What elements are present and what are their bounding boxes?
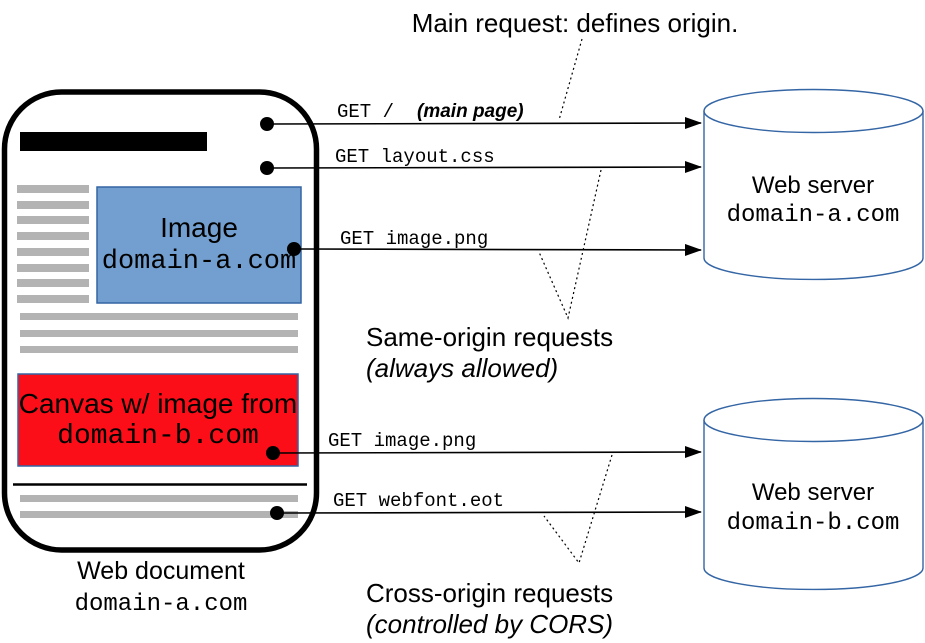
request-dot <box>260 161 274 175</box>
server-domain: domain-a.com <box>727 202 900 229</box>
server-domain: domain-b.com <box>727 510 900 537</box>
text-placeholder-line <box>20 495 298 502</box>
text-placeholder-line <box>17 216 89 224</box>
server-cylinder-domain-a: Web server domain-a.com <box>703 88 924 281</box>
request-label: GET webfont.eot <box>333 490 504 512</box>
text-placeholder-line <box>17 295 89 303</box>
request-arrow <box>299 243 702 256</box>
text-placeholder-line <box>17 279 89 287</box>
web-document-domain: domain-a.com <box>75 591 248 618</box>
request-dot <box>287 242 301 256</box>
canvas-box-label: Canvas w/ image from <box>19 388 298 419</box>
text-placeholder-line <box>17 232 89 240</box>
request-label: GET image.png <box>328 430 476 452</box>
server-title: Web server <box>752 479 874 506</box>
text-placeholder-line <box>20 330 298 337</box>
same-origin-subtitle: (always allowed) <box>366 353 558 383</box>
request-note: (main page) <box>417 101 524 122</box>
request-arrow <box>271 161 702 174</box>
text-placeholder-line <box>20 346 298 353</box>
canvas-box: Canvas w/ image from domain-b.com <box>17 373 299 467</box>
cross-origin-title: Cross-origin requests <box>366 578 613 608</box>
text-placeholder-line <box>17 264 89 272</box>
text-placeholder-line <box>17 185 89 193</box>
request-label: GET image.png <box>340 228 488 250</box>
cross-origin-brace-dotted <box>543 454 613 565</box>
image-box-label: Image <box>160 212 238 243</box>
same-origin-title: Same-origin requests <box>366 322 613 352</box>
text-placeholder-line <box>20 511 298 518</box>
request-arrow <box>282 506 702 519</box>
image-box-domain: domain-a.com <box>102 247 296 277</box>
request-dot <box>260 117 274 131</box>
request-dot <box>266 446 280 460</box>
request-arrow <box>278 446 702 459</box>
text-placeholder-line <box>20 313 298 320</box>
server-title: Web server <box>752 172 874 199</box>
request-label: GET layout.css <box>335 146 495 168</box>
request-arrow <box>271 117 702 130</box>
text-placeholder-column <box>17 185 89 303</box>
image-box: Image domain-a.com <box>96 186 302 304</box>
web-document-caption: Web document <box>77 557 245 585</box>
request-label: GET / <box>337 101 394 123</box>
request-dot <box>270 506 284 520</box>
origin-pointer-dotted-line <box>558 38 583 121</box>
same-origin-brace-dotted <box>538 169 602 320</box>
server-cylinder-domain-b: Web server domain-b.com <box>703 397 924 591</box>
text-placeholder-line <box>17 248 89 256</box>
main-title: Main request: defines origin. <box>412 8 739 38</box>
browser-header-bar <box>20 132 207 151</box>
browser-window <box>1 89 320 553</box>
cross-origin-subtitle: (controlled by CORS) <box>366 609 613 639</box>
canvas-box-domain: domain-b.com <box>57 421 259 452</box>
text-placeholder-line <box>17 201 89 209</box>
